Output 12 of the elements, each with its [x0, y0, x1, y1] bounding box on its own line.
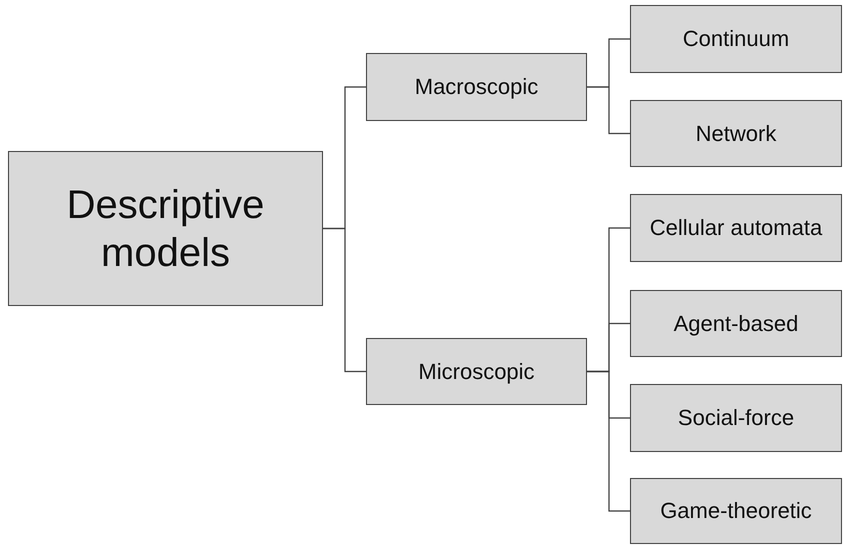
root-box: Descriptive models — [8, 151, 323, 306]
model-box: Social-force — [630, 384, 842, 452]
model-box: Agent-based — [630, 290, 842, 357]
category-box: Macroscopic — [366, 53, 587, 121]
connector-line — [323, 228, 366, 372]
model-box: Game-theoretic — [630, 478, 842, 544]
connector-line — [587, 370, 630, 512]
model-box: Continuum — [630, 5, 842, 73]
connector-line — [587, 86, 630, 134]
model-box: Cellular automata — [630, 194, 842, 262]
model-box: Network — [630, 100, 842, 167]
category-box: Microscopic — [366, 338, 587, 405]
